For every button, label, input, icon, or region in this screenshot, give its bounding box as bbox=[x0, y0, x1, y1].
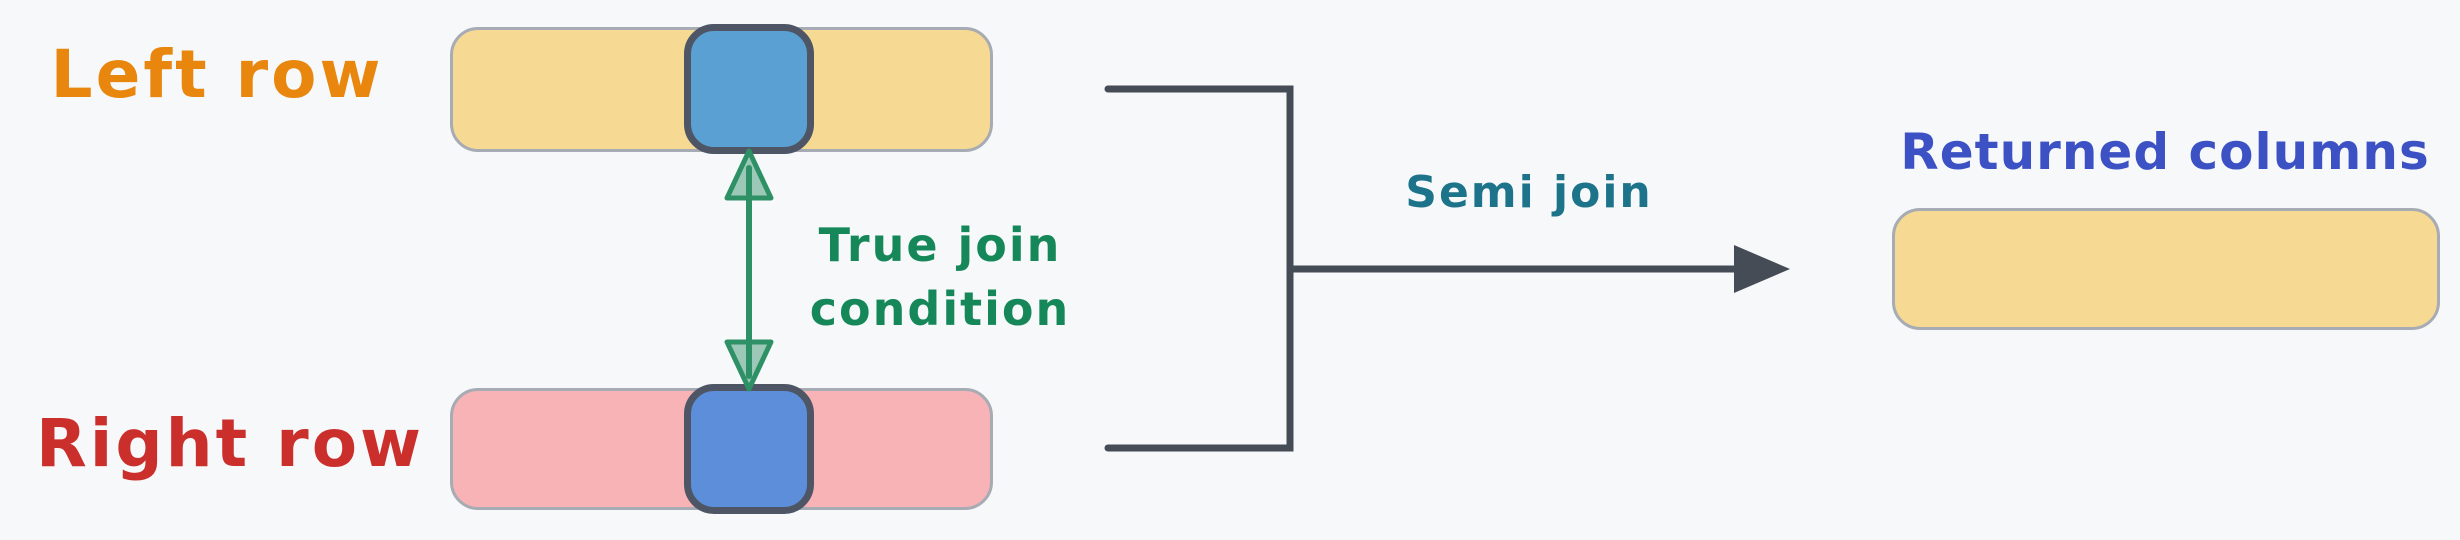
join-condition-double-arrow-icon bbox=[724, 148, 774, 392]
semi-join-arrowhead-icon bbox=[1734, 245, 1790, 293]
join-condition-arrowhead-down-icon bbox=[724, 339, 774, 392]
join-condition-label: True join condition bbox=[809, 218, 1071, 336]
right-row-label: Right row bbox=[35, 404, 425, 482]
join-condition-arrowhead-up-icon bbox=[724, 148, 774, 201]
semi-join-arrow-icon bbox=[1286, 245, 1790, 293]
returned-columns-label: Returned columns bbox=[1900, 122, 2430, 181]
left-row-key-cell bbox=[684, 24, 814, 154]
bracket-connector bbox=[1104, 85, 1294, 452]
semi-join-label: Semi join bbox=[1405, 166, 1653, 218]
returned-columns-bar bbox=[1892, 208, 2440, 330]
left-row-label: Left row bbox=[50, 35, 384, 113]
